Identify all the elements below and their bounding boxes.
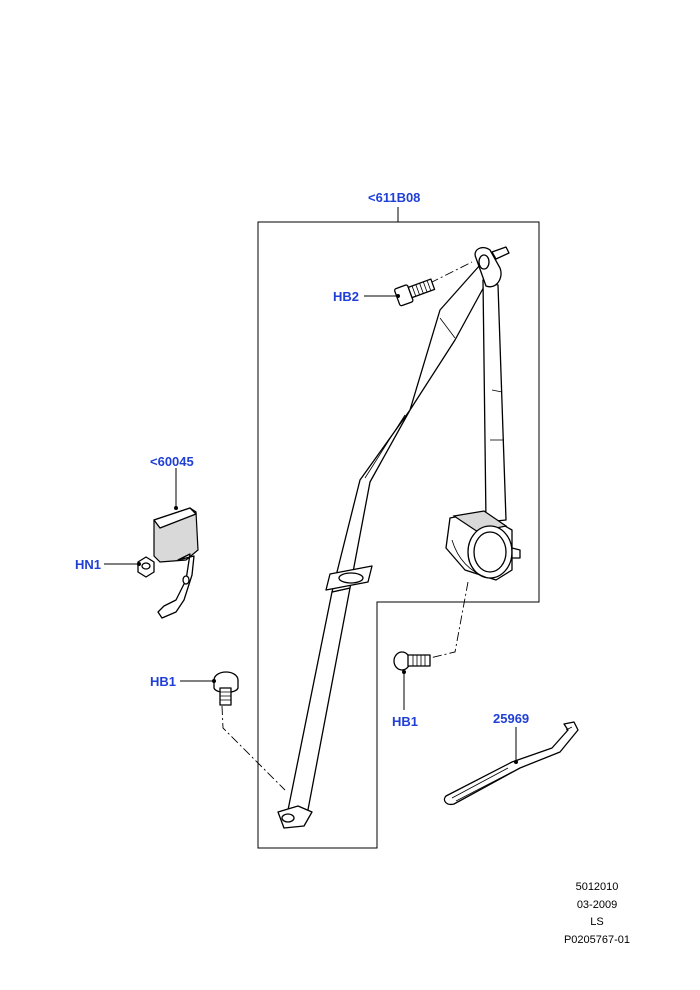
callout-belt-assembly[interactable]: <611B08 <box>368 190 420 205</box>
footer-model: LS <box>590 916 603 928</box>
assembly-boundary <box>257 221 540 849</box>
buckle-assembly[interactable] <box>153 507 199 619</box>
assembly-line-upper <box>429 261 473 284</box>
lower-anchor <box>277 805 313 829</box>
callout-lower-left-bolt[interactable]: HB1 <box>150 674 176 689</box>
footer-code: 5012010 <box>576 881 619 893</box>
assembly-line-retractor <box>429 581 469 659</box>
callout-strap[interactable]: 25969 <box>493 711 529 726</box>
lower-webbing <box>286 587 351 816</box>
assembly-line-lower <box>221 705 286 791</box>
strap-tool[interactable] <box>443 721 579 806</box>
footer-date: 03-2009 <box>577 899 617 911</box>
nut[interactable] <box>137 556 155 578</box>
retractor-webbing <box>482 279 507 523</box>
callout-buckle[interactable]: <60045 <box>150 454 194 469</box>
webbing-guide-loop <box>325 565 373 591</box>
lower-left-bolt[interactable] <box>213 671 239 706</box>
callout-nut[interactable]: HN1 <box>75 557 101 572</box>
retractor <box>445 510 521 581</box>
lower-right-bolt[interactable] <box>393 651 431 671</box>
upper-bolt[interactable] <box>394 276 436 307</box>
callout-upper-bolt[interactable]: HB2 <box>333 289 359 304</box>
footer-part-ref: P0205767-01 <box>564 934 630 946</box>
callout-lower-right-bolt[interactable]: HB1 <box>392 714 418 729</box>
shoulder-pivot <box>474 246 510 288</box>
seat-belt-assembly[interactable] <box>277 246 521 829</box>
